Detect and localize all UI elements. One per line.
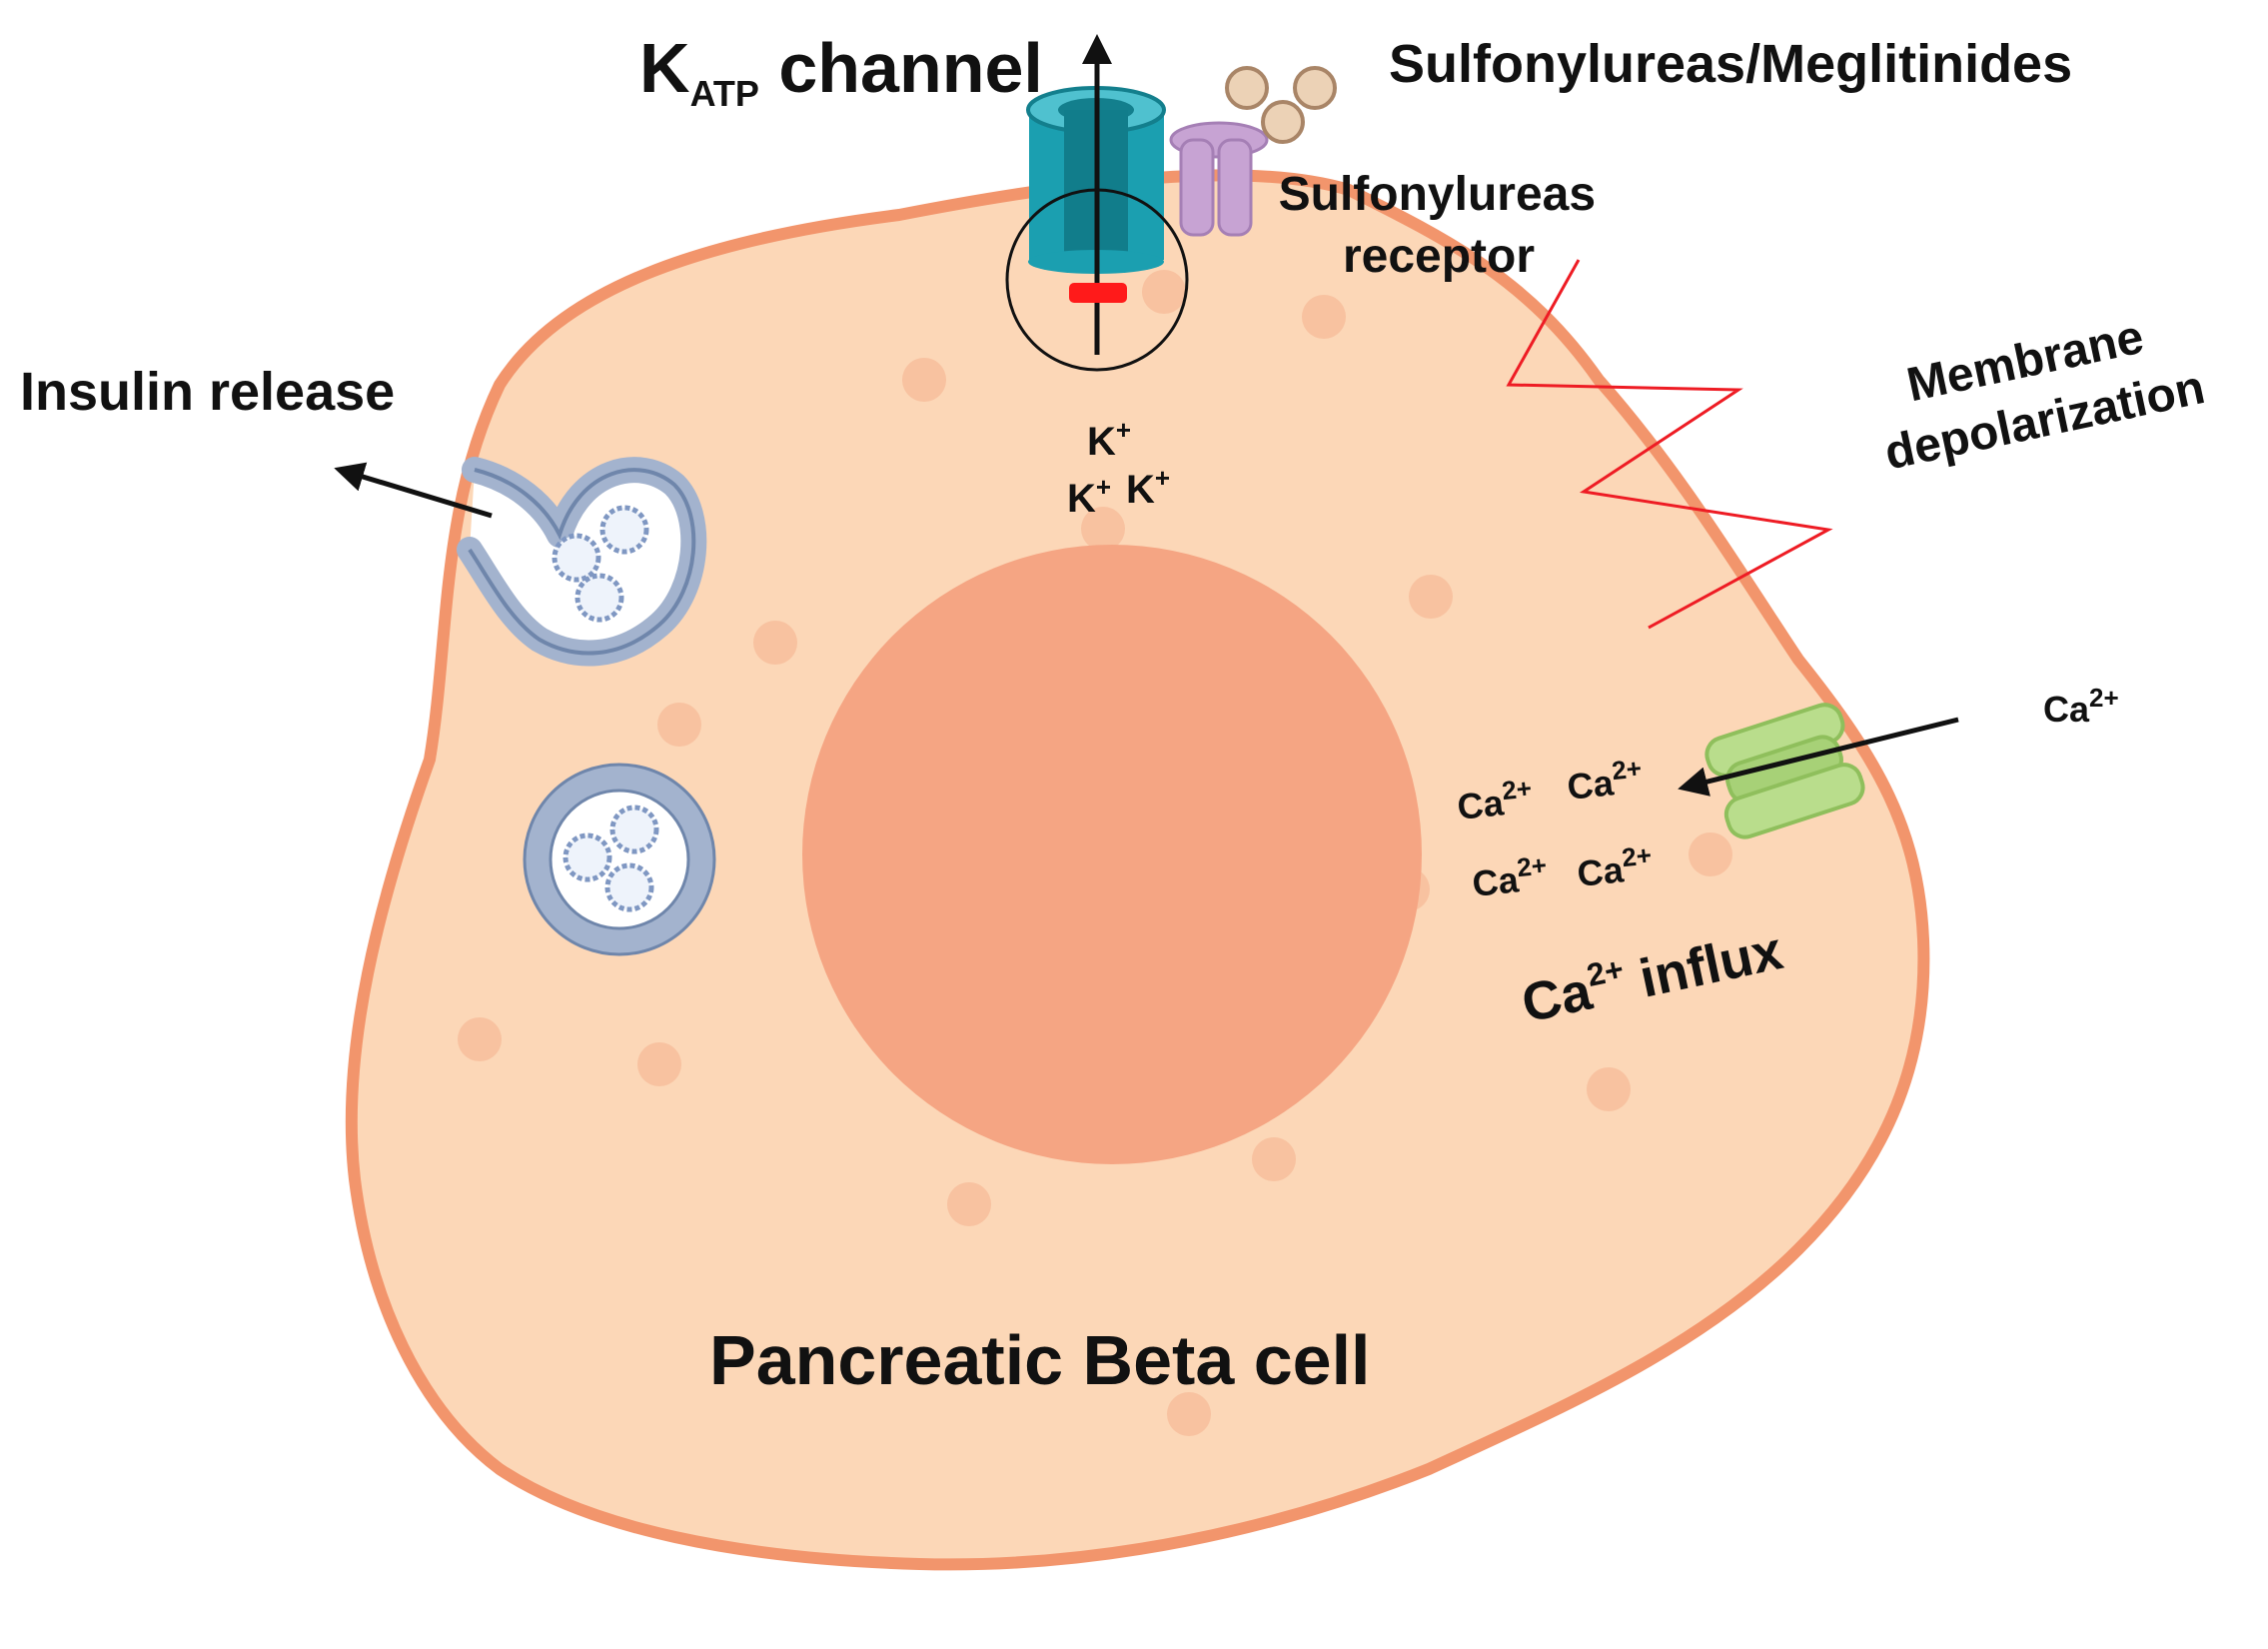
sulfonylureas-receptor-label: Sulfonylureas receptor bbox=[1279, 168, 1610, 283]
calcium-ion: Ca2+ bbox=[1470, 849, 1550, 904]
depolarization-wave bbox=[1506, 259, 1833, 630]
granule bbox=[947, 1182, 991, 1226]
calcium-ions: Ca2+ Ca2+ Ca2+ Ca2+ Ca2+ bbox=[1455, 683, 2119, 904]
potassium-ions: K+ K+ K+ bbox=[1067, 415, 1170, 521]
calcium-ion: Ca2+ bbox=[1575, 839, 1655, 894]
drug-particles bbox=[1225, 66, 1337, 144]
drug-particle-icon bbox=[1225, 66, 1269, 110]
potassium-ion: K+ bbox=[1067, 472, 1111, 521]
insulin-granule-icon bbox=[604, 862, 654, 912]
granule bbox=[1587, 1067, 1631, 1111]
granule bbox=[1689, 832, 1732, 876]
insulin-granule-icon bbox=[563, 832, 612, 882]
insulin-granules-released bbox=[552, 505, 649, 623]
insulin-granule-icon bbox=[609, 805, 659, 854]
channel-highlight-circle bbox=[1005, 188, 1189, 372]
granule bbox=[1302, 295, 1346, 339]
granule bbox=[637, 1042, 681, 1086]
granule bbox=[458, 1017, 502, 1061]
nucleus bbox=[802, 545, 1422, 1164]
potassium-ion: K+ bbox=[1126, 463, 1170, 512]
insulin-granule-icon bbox=[599, 505, 649, 555]
insulin-release-arrow-icon bbox=[334, 462, 493, 519]
channel-blocker bbox=[1069, 283, 1127, 303]
drug-particle-icon bbox=[1293, 66, 1337, 110]
calcium-ion-outside: Ca2+ bbox=[2043, 683, 2119, 730]
vesicle-icon bbox=[525, 765, 714, 954]
calcium-influx-arrow-icon bbox=[1678, 717, 1959, 797]
insulin-granules-stored bbox=[563, 805, 659, 912]
insulin-granule-icon bbox=[574, 573, 624, 623]
granule bbox=[902, 358, 946, 402]
insulin-granule-icon bbox=[552, 533, 601, 583]
drug-particle-icon bbox=[1261, 100, 1305, 144]
granule bbox=[753, 621, 797, 665]
katp-channel-label: KATP channel bbox=[639, 29, 1043, 114]
granule bbox=[1409, 575, 1453, 619]
granule bbox=[1167, 1392, 1211, 1436]
granule bbox=[1142, 270, 1186, 314]
granule bbox=[1081, 507, 1125, 551]
calcium-ion: Ca2+ bbox=[1455, 773, 1535, 827]
calcium-ion: Ca2+ bbox=[1565, 753, 1645, 808]
granule bbox=[1252, 1137, 1296, 1181]
sulfonylurea-receptor-icon bbox=[1169, 121, 1269, 237]
sulfonylureas-meglitinides-label: Sulfonylureas/Meglitinides bbox=[1389, 34, 2072, 94]
insulin-release-label: Insulin release bbox=[20, 362, 395, 422]
cell-name-label: Pancreatic Beta cell bbox=[709, 1321, 1370, 1399]
granule bbox=[657, 703, 701, 747]
potassium-ion: K+ bbox=[1087, 415, 1131, 464]
membrane-depolarization-label: Membrane depolarization bbox=[1867, 300, 2209, 480]
